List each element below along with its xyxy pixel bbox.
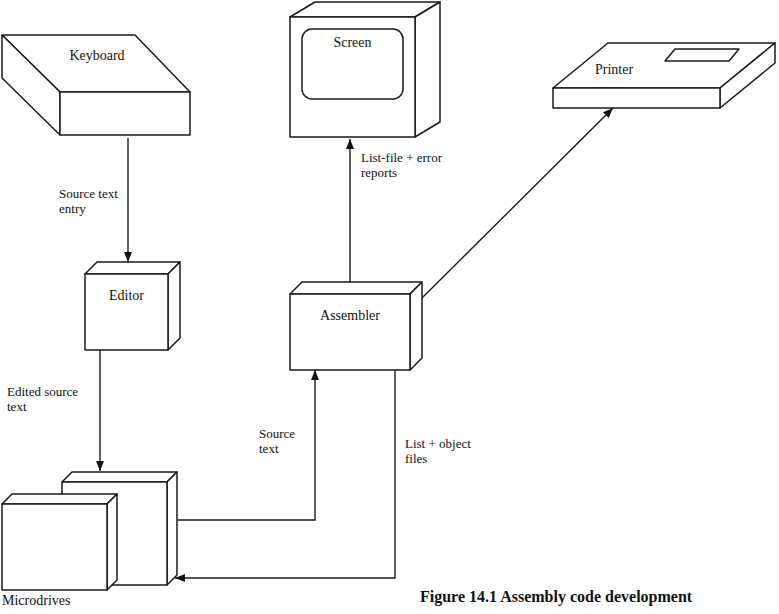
flow-label: List-file + error reports	[360, 150, 450, 180]
keyboard-unit: Keyboard	[2, 30, 194, 138]
printer-unit: Printer	[553, 38, 777, 112]
flow-arrow	[349, 139, 350, 282]
microdrive-stack: Microdrives	[2, 462, 180, 610]
flow-label: Source text entry	[58, 186, 124, 216]
flow-label: Source text	[258, 426, 308, 456]
device-outline	[2, 462, 180, 610]
assembler-box: Assembler	[290, 282, 422, 370]
device-name: Assembler	[290, 308, 410, 324]
device-name: Keyboard	[52, 48, 142, 64]
flow-arrow	[127, 138, 128, 262]
figure-caption: Figure 14.1 Assembly code development	[420, 588, 692, 606]
editor-box: Editor	[85, 262, 180, 350]
screen-unit: Screen	[290, 2, 442, 139]
flow-arrow	[178, 370, 315, 520]
device-outline	[290, 282, 422, 370]
device-name: Microdrives	[2, 593, 122, 609]
device-outline	[290, 2, 442, 139]
device-name: Editor	[85, 288, 168, 304]
flow-arrow	[175, 370, 395, 578]
flow-label: List + object files	[404, 436, 492, 466]
device-outline	[553, 38, 777, 112]
device-outline	[85, 262, 180, 350]
device-name: Printer	[595, 62, 659, 78]
flow-arrow	[420, 108, 613, 300]
device-outline	[2, 30, 194, 138]
device-name: Screen	[302, 35, 403, 51]
flow-label: Edited source text	[6, 384, 96, 414]
flow-arrow	[99, 350, 100, 471]
